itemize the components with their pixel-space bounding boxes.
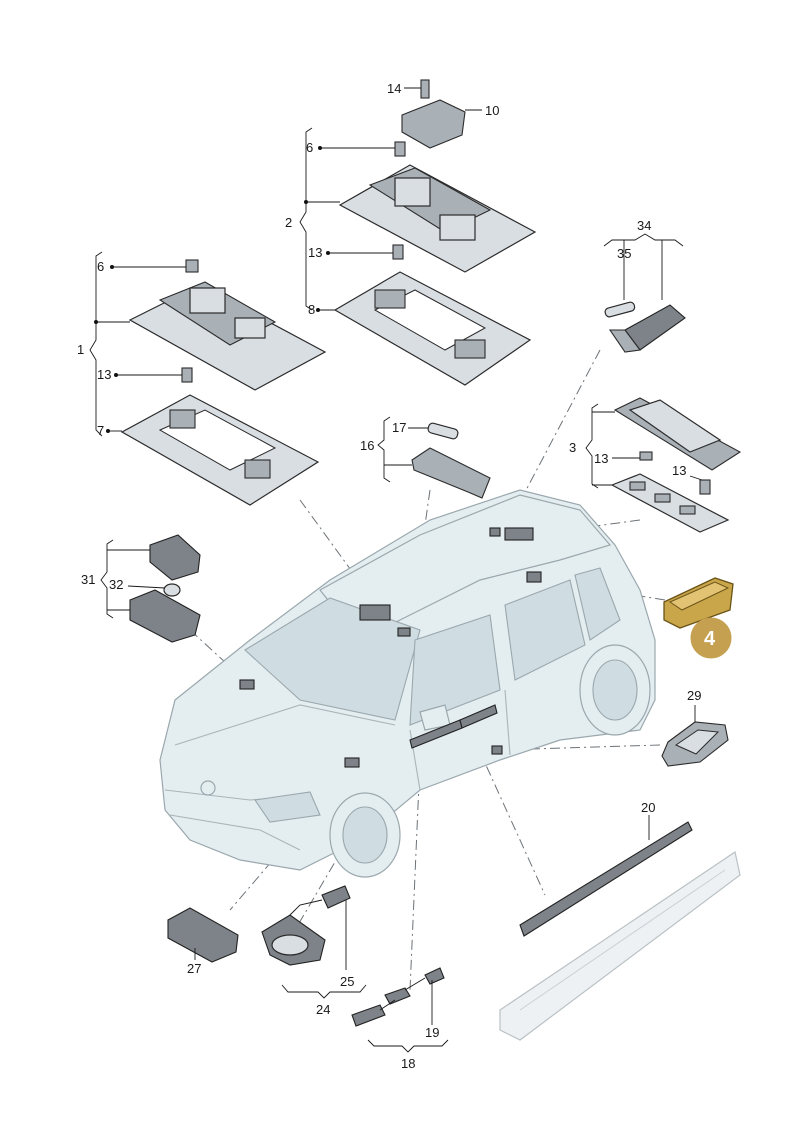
part-group-18: 19 18: [351, 967, 449, 1071]
part-group-24: 25 24: [261, 885, 367, 1017]
label-8: 8: [308, 302, 315, 317]
label-2: 2: [285, 215, 292, 230]
part-29: 29: [661, 688, 729, 767]
part-group-16: 17 16: [360, 416, 491, 499]
label-13c: 13: [594, 451, 608, 466]
part-4-badge: [690, 617, 732, 659]
label-13b: 13: [308, 245, 322, 260]
part-20: 20: [519, 800, 693, 937]
part-27: 27: [167, 907, 239, 976]
part-group-2: 14 10 6 2 13 8: [285, 79, 537, 386]
label-18: 18: [401, 1056, 415, 1071]
label-32: 32: [109, 577, 123, 592]
label-3: 3: [569, 440, 576, 455]
label-6a: 6: [97, 259, 104, 274]
label-35: 35: [617, 246, 631, 261]
label-13d: 13: [672, 463, 686, 478]
label-19: 19: [425, 1025, 439, 1040]
highlighted-part-4: 4: [663, 577, 734, 659]
label-4: 4: [704, 628, 716, 650]
label-27: 27: [187, 961, 201, 976]
part-group-1: 6 1 13 7: [77, 251, 327, 506]
label-13a: 13: [97, 367, 111, 382]
label-17: 17: [392, 420, 406, 435]
part-group-34: 34 35: [603, 218, 686, 353]
label-31: 31: [81, 572, 95, 587]
part-group-3: 3 13 13: [569, 397, 742, 533]
label-7: 7: [97, 423, 104, 438]
label-34: 34: [637, 218, 651, 233]
label-20: 20: [641, 800, 655, 815]
label-6b: 6: [306, 140, 313, 155]
label-1: 1: [77, 342, 84, 357]
label-16: 16: [360, 438, 374, 453]
label-14: 14: [387, 81, 401, 96]
part-group-31: 31 32: [81, 534, 201, 643]
label-25: 25: [340, 974, 354, 989]
label-24: 24: [316, 1002, 330, 1017]
sill-trim: [499, 851, 741, 1041]
car-illustration: [159, 489, 656, 878]
label-10: 10: [485, 103, 499, 118]
label-29: 29: [687, 688, 701, 703]
